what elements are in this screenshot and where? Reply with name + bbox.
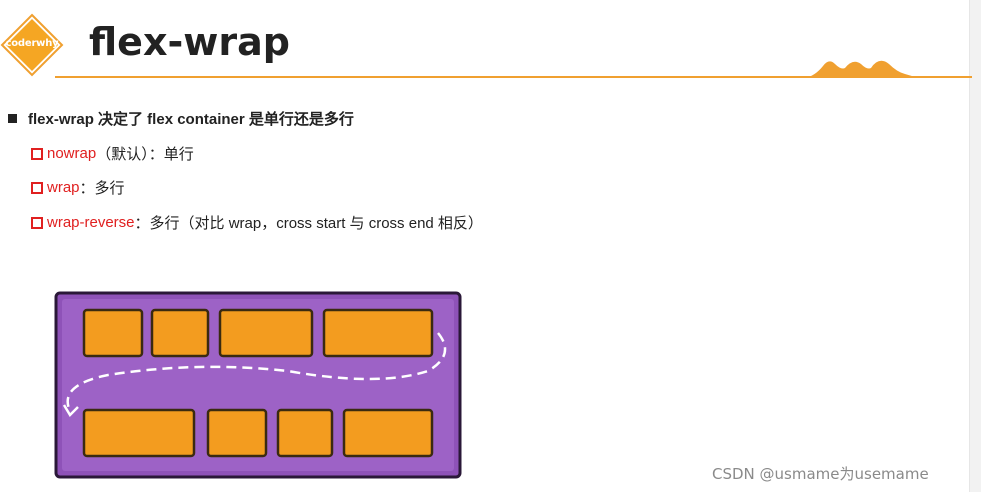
flex-item (206, 408, 268, 458)
wrap-arrow-path (66, 332, 447, 412)
flex-item (82, 308, 144, 358)
flex-item (322, 308, 434, 358)
main-bullet: flex-wrap 决定了 flex container 是单行还是多行 (8, 108, 354, 129)
flex-item (218, 308, 314, 358)
keyword-wrap-reverse: wrap-reverse (47, 214, 135, 231)
item-description: ：多行（对比 wrap，cross start 与 cross end 相反） (134, 215, 483, 232)
list-item-nowrap: nowrap （默认）：单行 (31, 143, 194, 164)
mountains-decoration-icon (805, 60, 929, 78)
page-title: flex-wrap (89, 20, 290, 64)
watermark: CSDN @usmame为usemame (712, 465, 929, 483)
scrollbar-edge[interactable] (969, 0, 981, 492)
item-description: ：多行 (79, 180, 125, 197)
list-item-wrap-reverse: wrap-reverse ：多行（对比 wrap，cross start 与 c… (31, 212, 483, 233)
wrap-arrowhead-icon (62, 404, 79, 418)
flex-item (82, 408, 196, 458)
item-description: （默认）：单行 (96, 146, 194, 163)
flex-item (276, 408, 334, 458)
flex-wrap-diagram (54, 291, 462, 479)
keyword-nowrap: nowrap (47, 145, 97, 162)
hollow-square-icon (31, 216, 43, 229)
coderwhy-logo-icon (0, 13, 64, 77)
flex-item (342, 408, 434, 458)
hollow-square-icon (31, 147, 43, 160)
list-item-wrap: wrap ：多行 (31, 177, 125, 198)
hollow-square-icon (31, 181, 43, 194)
flex-item (150, 308, 210, 358)
header-divider (55, 76, 972, 78)
logo-text: coderwhy (5, 38, 59, 49)
main-bullet-text: flex-wrap 决定了 flex container 是单行还是多行 (28, 111, 354, 128)
keyword-wrap: wrap (47, 179, 80, 196)
bullet-square-icon (8, 114, 17, 123)
